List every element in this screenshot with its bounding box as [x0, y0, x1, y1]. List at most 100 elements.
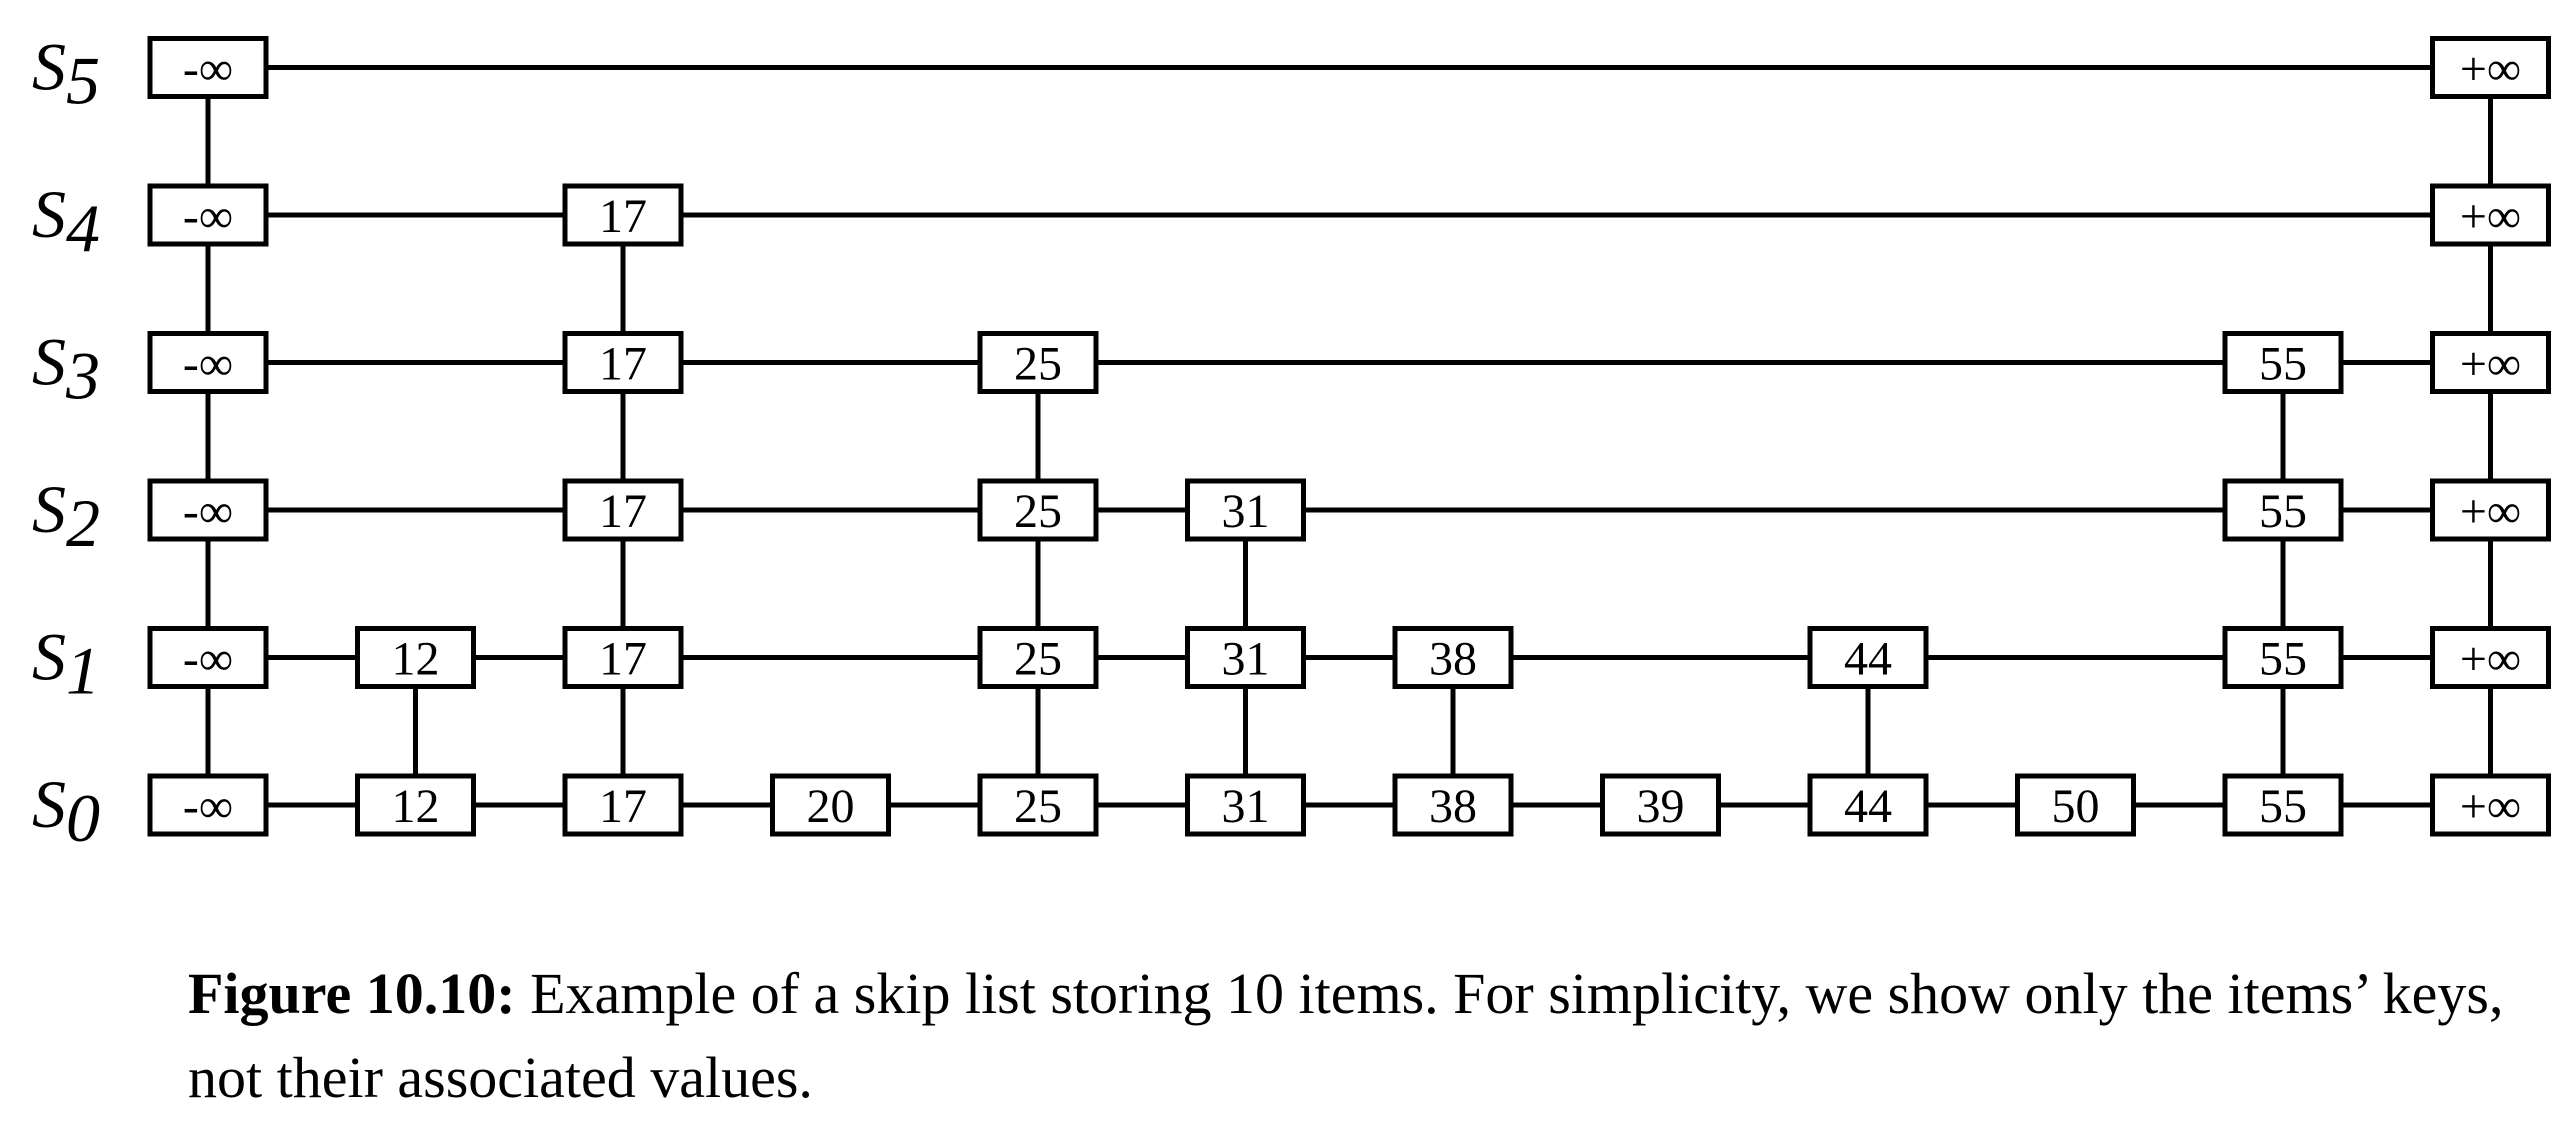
node-box: [1600, 773, 1721, 837]
node-s3: -∞: [147, 331, 269, 394]
node-key: 12: [392, 633, 440, 686]
node-box: [2015, 773, 2136, 837]
node-key: 17: [599, 780, 647, 833]
node-key: 25: [1014, 338, 1062, 391]
node-s3: 55: [2222, 331, 2344, 394]
node-s1: 55: [2222, 626, 2344, 689]
node-key: -∞: [183, 485, 233, 538]
node-key: 44: [1844, 633, 1892, 686]
node-key: 31: [1222, 485, 1270, 538]
node-s1: 17: [562, 626, 684, 689]
node-s0: 50: [2015, 773, 2136, 837]
node-key: 31: [1222, 633, 1270, 686]
node-box: [147, 36, 269, 99]
node-s0: 39: [1600, 773, 1721, 837]
node-s0: 25: [977, 773, 1099, 837]
node-key: -∞: [183, 633, 233, 686]
node-key: 38: [1429, 780, 1477, 833]
node-s1: 12: [355, 626, 476, 689]
node-box: [2430, 773, 2551, 837]
node-key: 50: [2052, 780, 2100, 833]
node-s0: +∞: [2430, 773, 2551, 837]
node-key: 20: [807, 780, 855, 833]
node-box: [2222, 626, 2344, 689]
node-key: 55: [2259, 780, 2307, 833]
node-box: [2430, 36, 2551, 99]
node-box: [2222, 478, 2344, 542]
level-subscript: 5: [66, 43, 100, 119]
node-key: 44: [1844, 780, 1892, 833]
node-s3: 17: [562, 331, 684, 394]
node-s4: +∞: [2430, 183, 2551, 247]
node-box: [2430, 183, 2551, 247]
level-label-s1: S1: [32, 619, 100, 709]
node-box: [147, 183, 269, 247]
node-s1: -∞: [147, 626, 269, 689]
node-key: 17: [599, 338, 647, 391]
node-s5: +∞: [2430, 36, 2551, 99]
node-box: [2222, 773, 2344, 837]
level-label-s0: S0: [32, 766, 100, 856]
node-box: [1185, 626, 1306, 689]
node-key: +∞: [2460, 43, 2521, 96]
horizontal-links: [208, 65, 2491, 808]
node-box: [977, 773, 1099, 837]
node-s2: 17: [562, 478, 684, 542]
node-s1: 38: [1392, 626, 1514, 689]
node-box: [2222, 331, 2344, 394]
node-key: +∞: [2460, 633, 2521, 686]
level-subscript: 0: [66, 780, 100, 856]
vertical-links: [205, 67, 2493, 805]
node-s4: -∞: [147, 183, 269, 247]
node-key: -∞: [183, 780, 233, 833]
node-box: [147, 773, 269, 837]
node-key: 55: [2259, 633, 2307, 686]
node-key: 31: [1222, 780, 1270, 833]
node-key: -∞: [183, 190, 233, 243]
node-box: [2430, 478, 2551, 542]
node-s1: 44: [1807, 626, 1929, 689]
node-key: -∞: [183, 338, 233, 391]
node-key: 25: [1014, 485, 1062, 538]
node-box: [562, 331, 684, 394]
level-label-s3: S3: [32, 324, 100, 414]
node-s3: +∞: [2430, 331, 2551, 394]
node-key: 17: [599, 633, 647, 686]
node-box: [562, 183, 684, 247]
node-s3: 25: [977, 331, 1099, 394]
node-key: 17: [599, 485, 647, 538]
node-s1: 25: [977, 626, 1099, 689]
node-key: 55: [2259, 485, 2307, 538]
node-s2: 25: [977, 478, 1099, 542]
node-key: +∞: [2460, 485, 2521, 538]
node-box: [1392, 626, 1514, 689]
level-label-s2: S2: [32, 471, 100, 561]
node-s4: 17: [562, 183, 684, 247]
node-s2: 31: [1185, 478, 1306, 542]
node-key: 39: [1637, 780, 1685, 833]
node-box: [1807, 773, 1929, 837]
caption-text: Example of a skip list storing 10 items.…: [188, 961, 2504, 1110]
node-s0: 12: [355, 773, 476, 837]
node-key: 25: [1014, 633, 1062, 686]
node-box: [1807, 626, 1929, 689]
level-subscript: 2: [66, 485, 100, 561]
node-key: 25: [1014, 780, 1062, 833]
caption-label: Figure 10.10:: [188, 961, 516, 1026]
node-key: +∞: [2460, 338, 2521, 391]
node-box: [355, 773, 476, 837]
node-s0: 31: [1185, 773, 1306, 837]
level-subscript: 4: [66, 190, 100, 266]
node-box: [562, 478, 684, 542]
node-box: [1392, 773, 1514, 837]
node-s2: 55: [2222, 478, 2344, 542]
level-label-s4: S4: [32, 176, 100, 266]
node-s5: -∞: [147, 36, 269, 99]
node-s1: 31: [1185, 626, 1306, 689]
node-key: +∞: [2460, 780, 2521, 833]
node-s0: 38: [1392, 773, 1514, 837]
node-box: [562, 626, 684, 689]
node-s0: -∞: [147, 773, 269, 837]
node-key: 17: [599, 190, 647, 243]
node-s2: -∞: [147, 478, 269, 542]
